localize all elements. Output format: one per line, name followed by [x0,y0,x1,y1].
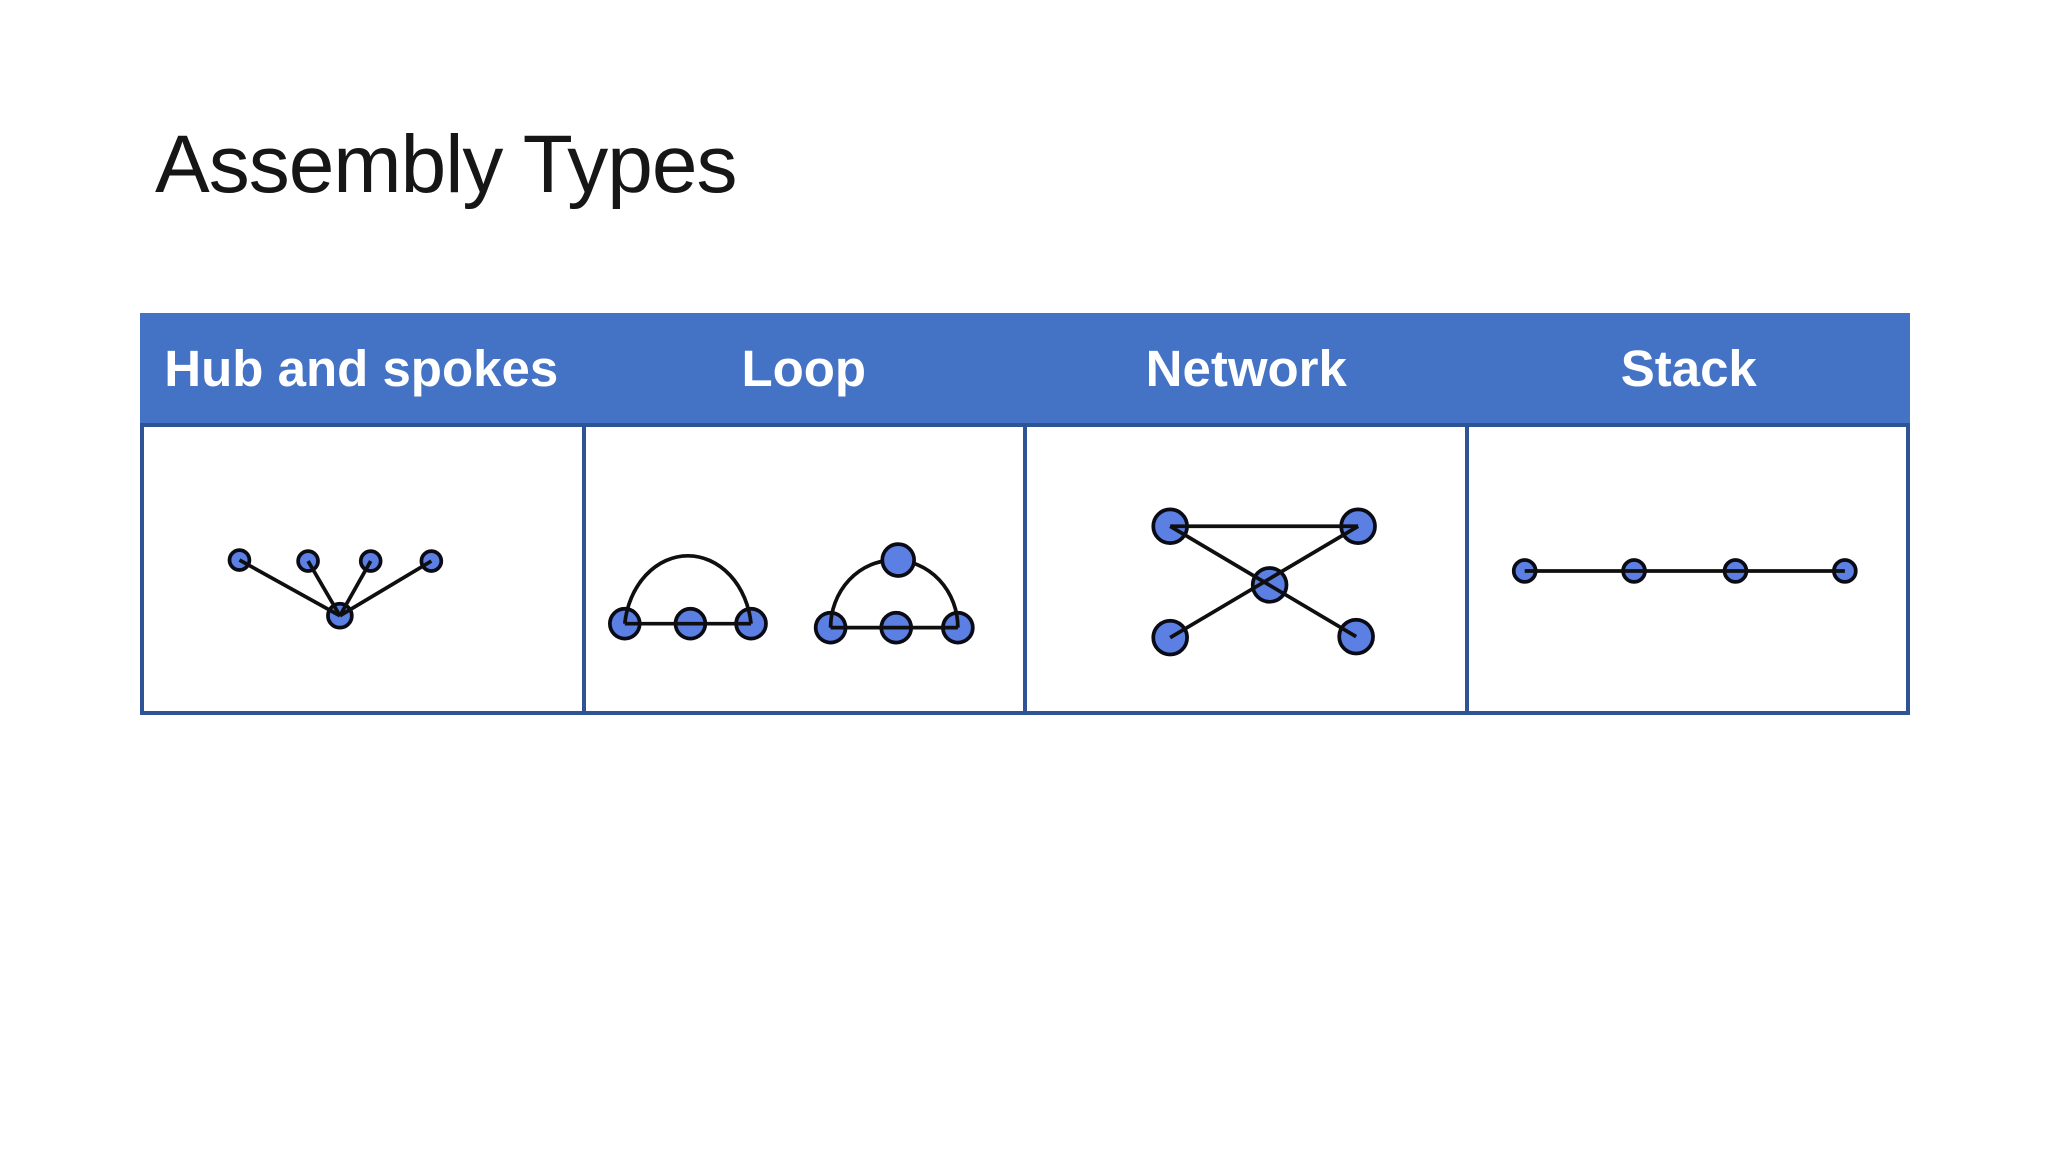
slide-title: Assembly Types [155,119,738,210]
cell-loop [581,427,1023,711]
network-diagram [1151,507,1377,657]
hub-and-spokes-diagram [227,548,444,630]
table-header-row: Hub and spokes Loop Network Stack [140,313,1910,423]
stack-diagram [1511,558,1858,584]
cell-stack [1464,427,1906,711]
header-cell-hub-and-spokes: Hub and spokes [164,339,559,397]
table-body-row [140,423,1910,715]
header-cell-loop: Loop [741,339,867,397]
header-cell-stack: Stack [1620,339,1757,397]
cell-network [1023,427,1465,711]
header-cell-network: Network [1145,339,1347,397]
assembly-types-table: Hub and spokes Loop Network Stack [140,313,1910,715]
loop-diagram [607,542,975,645]
cell-hub-and-spokes [144,427,582,711]
